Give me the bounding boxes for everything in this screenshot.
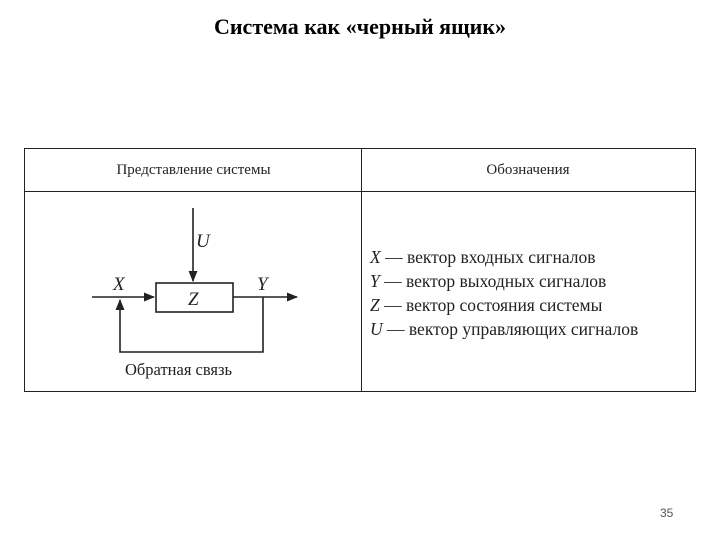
system-box bbox=[155, 282, 234, 313]
header-divider bbox=[25, 191, 695, 192]
control-label: U bbox=[196, 231, 211, 252]
legend-text: — вектор состояния системы bbox=[379, 295, 603, 315]
legend-symbol: X bbox=[370, 247, 381, 267]
notation-legend: X — вектор входных сигналов Y — вектор в… bbox=[370, 245, 690, 341]
state-label: Z bbox=[188, 289, 199, 310]
page-number: 35 bbox=[660, 506, 674, 520]
feedback-loop bbox=[115, 297, 264, 353]
slide-title: Система как «черный ящик» bbox=[213, 14, 506, 39]
legend-item-x: X — вектор входных сигналов bbox=[370, 245, 690, 269]
legend-symbol: Z bbox=[370, 295, 380, 315]
legend-item-u: U — вектор управляющих сигналов bbox=[370, 317, 690, 341]
legend-text: — вектор выходных сигналов bbox=[379, 271, 607, 291]
input-label: X bbox=[112, 274, 126, 295]
notation-table: Представление системы Обозначения U Z X … bbox=[24, 148, 696, 392]
feedback-label: Обратная связь bbox=[125, 360, 233, 379]
legend-item-y: Y — вектор выходных сигналов bbox=[370, 269, 690, 293]
legend-symbol: Y bbox=[370, 271, 380, 291]
legend-text: — вектор входных сигналов bbox=[380, 247, 596, 267]
black-box-diagram: U Z X Y Обратная связь bbox=[92, 208, 299, 379]
legend-item-z: Z — вектор состояния системы bbox=[370, 293, 690, 317]
legend-text: — вектор управляющих сигналов bbox=[382, 319, 639, 339]
header-system-representation: Представление системы bbox=[116, 162, 271, 178]
header-notation: Обозначения bbox=[486, 162, 570, 178]
column-divider bbox=[361, 149, 362, 391]
output-label: Y bbox=[257, 274, 270, 295]
legend-symbol: U bbox=[370, 319, 383, 339]
